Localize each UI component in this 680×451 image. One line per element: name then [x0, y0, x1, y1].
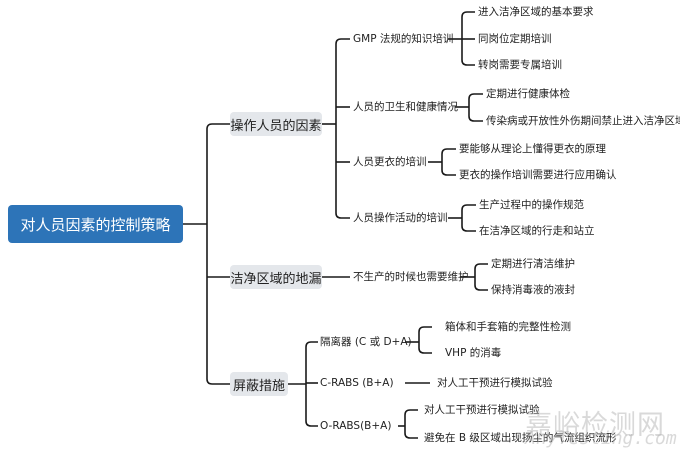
- connector-b3-bracket: [305, 341, 318, 427]
- leaf-node[interactable]: 生产过程中的操作规范: [479, 199, 584, 211]
- node-isolator[interactable]: 隔离器 (C 或 D+A): [320, 336, 412, 348]
- connector-gowning-bracket: [441, 148, 456, 176]
- leaf-node[interactable]: 对人工干预进行模拟试验: [437, 377, 553, 389]
- root-label: 对人员因素的控制策略: [20, 215, 171, 234]
- node-hygiene-health[interactable]: 人员的卫生和健康情况: [353, 101, 458, 113]
- connector-activity-bracket: [461, 204, 476, 232]
- leaf-node[interactable]: 传染病或开放性外伤期间禁止进入洁净区域: [486, 115, 680, 127]
- node-gowning-training[interactable]: 人员更衣的培训: [353, 156, 427, 168]
- node-o-rabs[interactable]: O-RABS(B+A): [320, 420, 392, 432]
- branch-label: 洁净区域的地漏: [230, 271, 322, 287]
- connector-orabs-bracket: [404, 409, 418, 439]
- branch-operator-factors[interactable]: 操作人员的因素: [230, 112, 322, 136]
- connector-drain-bracket: [474, 263, 488, 291]
- leaf-node[interactable]: 要能够从理论上懂得更衣的原理: [459, 143, 606, 155]
- leaf-node[interactable]: 在洁净区域的行走和站立: [479, 225, 595, 237]
- connector-root-bracket: [206, 123, 230, 385]
- leaf-node[interactable]: 转岗需要专属培训: [478, 59, 562, 71]
- node-c-rabs[interactable]: C-RABS (B+A): [320, 377, 394, 389]
- leaf-node[interactable]: 避免在 B 级区域出现扬尘的气流组织流形: [424, 432, 617, 444]
- leaf-node[interactable]: 同岗位定期培训: [478, 33, 552, 45]
- root-node[interactable]: 对人员因素的控制策略: [8, 205, 183, 243]
- branch-barrier-measures[interactable]: 屏蔽措施: [230, 372, 288, 396]
- leaf-node[interactable]: 进入洁净区域的基本要求: [478, 6, 594, 18]
- node-gmp-training[interactable]: GMP 法规的知识培训: [353, 33, 454, 45]
- leaf-node[interactable]: 更衣的操作培训需要进行应用确认: [459, 169, 617, 181]
- connector-b1-bracket: [335, 38, 350, 219]
- leaf-node[interactable]: 对人工干预进行模拟试验: [424, 404, 540, 416]
- node-activity-training[interactable]: 人员操作活动的培训: [353, 212, 448, 224]
- leaf-node[interactable]: 保持消毒液的液封: [491, 284, 575, 296]
- leaf-node[interactable]: 定期进行健康体检: [486, 88, 570, 100]
- leaf-node[interactable]: 箱体和手套箱的完整性检测: [445, 321, 571, 333]
- leaf-node[interactable]: 定期进行清洁维护: [491, 258, 575, 270]
- branch-label: 屏蔽措施: [232, 378, 285, 394]
- node-maintenance[interactable]: 不生产的时候也需要维护: [353, 271, 469, 283]
- branch-label: 操作人员的因素: [230, 118, 322, 134]
- leaf-node[interactable]: VHP 的消毒: [445, 347, 502, 359]
- connector-isolator-bracket: [418, 326, 432, 354]
- connector-hygiene-bracket: [468, 93, 483, 122]
- branch-cleanroom-drain[interactable]: 洁净区域的地漏: [230, 265, 322, 289]
